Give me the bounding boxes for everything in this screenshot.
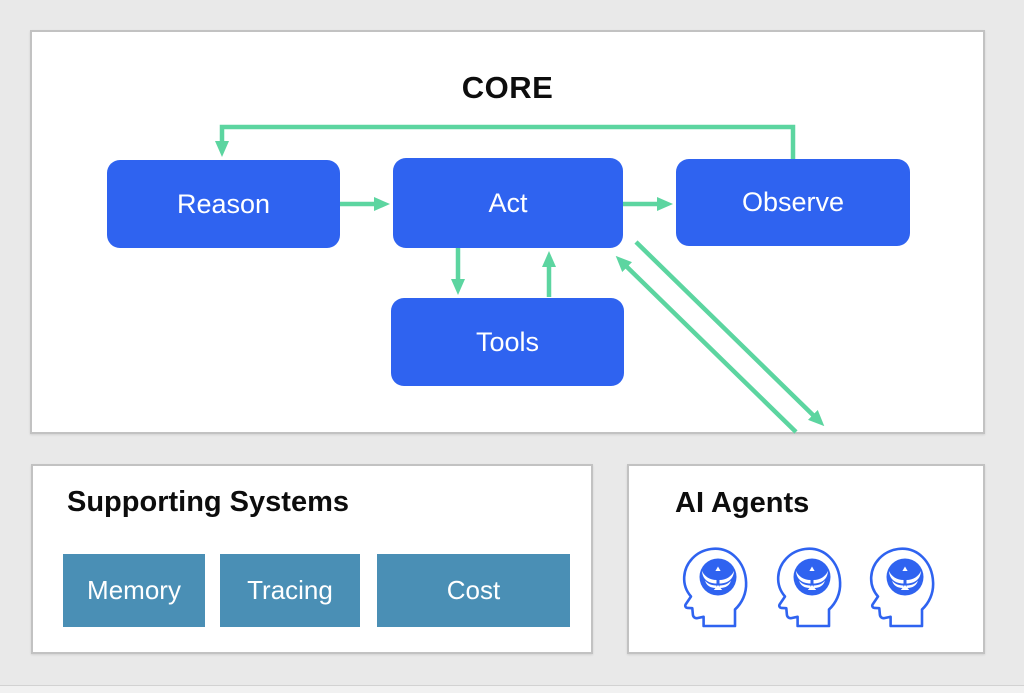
node-tools: Tools [391, 298, 624, 386]
node-observe-label: Observe [741, 187, 845, 217]
agent-head-icon [776, 547, 842, 628]
bottom-divider [0, 685, 1024, 693]
ai-agents-title: AI Agents [675, 487, 810, 519]
node-tools-label: Tools [475, 326, 540, 357]
cost-block: Cost [377, 554, 570, 627]
cost-label: Cost [446, 575, 501, 605]
node-act-label: Act [488, 187, 528, 218]
agent-head-icon [869, 547, 935, 628]
node-observe: Observe [676, 159, 910, 246]
agent-head-icon [682, 547, 748, 628]
tracing-label: Tracing [247, 575, 333, 605]
memory-label: Memory [87, 575, 181, 605]
core-title: CORE [461, 70, 554, 105]
memory-block: Memory [63, 554, 205, 627]
node-reason: Reason [107, 160, 340, 248]
node-reason-label: Reason [176, 188, 271, 219]
tracing-block: Tracing [220, 554, 360, 627]
supporting-systems-title: Supporting Systems [67, 486, 349, 518]
node-act: Act [393, 158, 623, 248]
